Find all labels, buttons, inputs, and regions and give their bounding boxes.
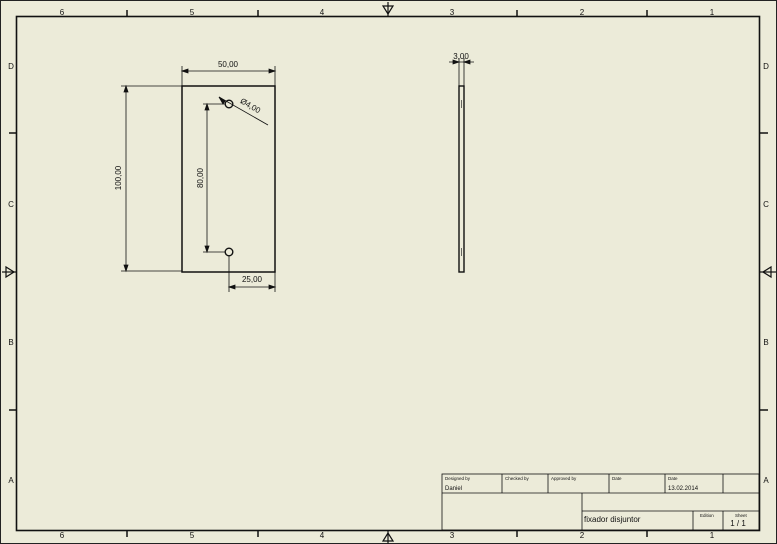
dim-thickness — [449, 58, 474, 86]
dim-hole-diameter — [218, 96, 269, 126]
col-label-top-4: 3 — [450, 8, 455, 17]
dim-height — [121, 84, 182, 273]
drawing-title: fixador disjuntor — [584, 515, 641, 524]
checked-by-label: Checked by — [505, 476, 530, 481]
row-label-right-4: A — [763, 476, 769, 485]
designer-name: Daniel — [445, 486, 462, 492]
zone-ticks — [9, 10, 768, 537]
inner-frame — [15, 15, 761, 532]
row-label-left-4: A — [8, 476, 14, 485]
col-label-bottom-2: 5 — [190, 531, 195, 540]
hole-top — [224, 99, 234, 109]
col-label-bottom-4: 3 — [450, 531, 455, 540]
col-label-top-3: 4 — [320, 8, 325, 17]
edition-label: Edition — [700, 513, 714, 518]
col-label-top-2: 5 — [190, 8, 195, 17]
col-label-bottom-3: 4 — [320, 531, 325, 540]
title-block — [441, 473, 760, 531]
approved-by-label: Approved by — [551, 476, 577, 481]
dim-height-label: 100,00 — [114, 165, 123, 190]
row-label-left-1: D — [8, 62, 14, 71]
dim-hole-spacing-label: 80,00 — [196, 167, 205, 188]
col-label-bottom-6: 1 — [710, 531, 715, 540]
dim-width — [180, 66, 277, 86]
drawing-date: 13.02.2014 — [668, 486, 699, 492]
dim-hole-spacing — [203, 102, 225, 254]
dim-hole-offset — [227, 256, 277, 292]
plate-front-view — [181, 85, 276, 273]
hole-bottom — [224, 247, 234, 257]
col-label-top-6: 1 — [710, 8, 715, 17]
col-label-top-1: 6 — [60, 8, 65, 17]
date-label-approved: Date — [612, 476, 622, 481]
dim-hole-diameter-label: Ø4,00 — [239, 96, 263, 115]
sheet-number: 1 / 1 — [730, 519, 746, 528]
designed-by-label: Designed by — [445, 476, 471, 481]
dim-width-label: 50,00 — [218, 60, 239, 69]
dim-thickness-label: 3,00 — [453, 52, 469, 61]
col-label-top-5: 2 — [580, 8, 585, 17]
dim-hole-offset-label: 25,00 — [242, 275, 263, 284]
row-label-right-1: D — [763, 62, 769, 71]
row-label-left-2: C — [8, 200, 14, 209]
row-label-right-2: C — [763, 200, 769, 209]
col-label-bottom-5: 2 — [580, 531, 585, 540]
plate-side-view — [458, 85, 465, 273]
row-label-left-3: B — [8, 338, 13, 347]
date-label-designed: Date — [668, 476, 678, 481]
sheet-label: Sheet — [735, 513, 748, 518]
col-label-bottom-1: 6 — [60, 531, 65, 540]
row-label-right-3: B — [763, 338, 768, 347]
